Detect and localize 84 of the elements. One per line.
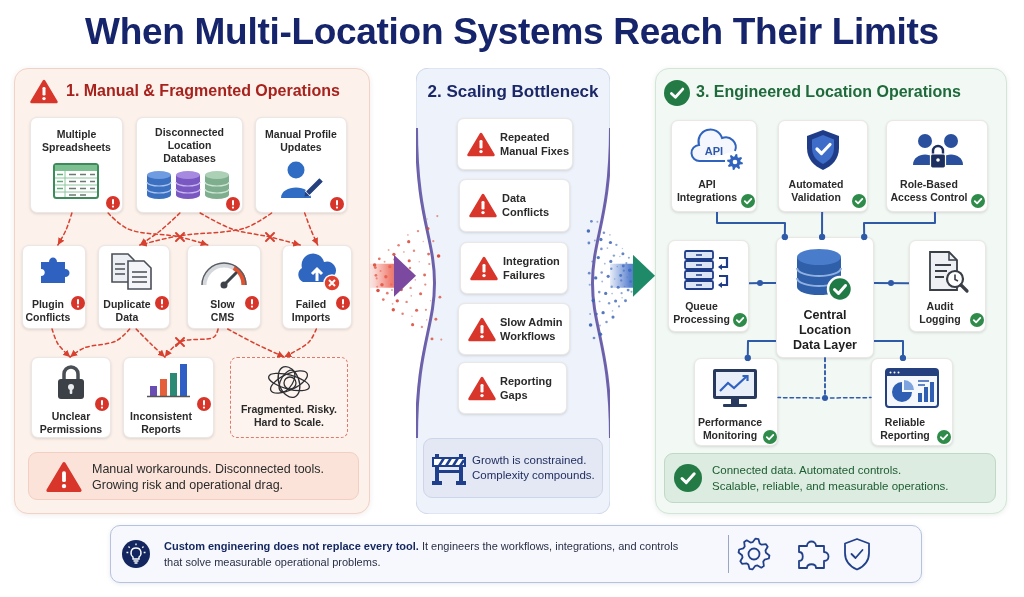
card-label: Slow CMS (209, 298, 236, 324)
panel-title: 2. Scaling Bottleneck (426, 81, 600, 103)
flow-arrow (610, 254, 655, 297)
card (136, 117, 243, 213)
card (31, 357, 111, 438)
card (98, 245, 170, 329)
dashed-arrow (135, 328, 166, 358)
connector-line (748, 282, 777, 285)
card-label: Plugin Conflicts (24, 298, 72, 324)
card-label: Performance Monitoring (696, 416, 764, 442)
connector-line (818, 211, 826, 241)
card-label: Role-Based Access Control (889, 178, 969, 204)
panel-title: 1. Manual & Fragmented Operations (66, 81, 341, 101)
summary-banner (28, 452, 359, 500)
card-label: Disconnected Location Databases (154, 126, 225, 165)
dashed-arrow (69, 328, 131, 358)
dashed-arrow (139, 212, 273, 247)
card (457, 118, 573, 170)
card-label: Fragmented. Risky. Hard to Scale. (239, 403, 339, 429)
card-label: Unclear Permissions (38, 410, 104, 436)
card-label: Automated Validation (787, 178, 845, 204)
card-label: Data Conflicts (502, 192, 551, 219)
card (909, 240, 986, 332)
dashed-arrow (283, 328, 318, 358)
card-label: Reliable Reporting (879, 416, 931, 442)
card (668, 240, 749, 332)
dashed-arrow (164, 328, 219, 358)
card-label: Failed Imports (290, 298, 332, 324)
card (458, 303, 570, 355)
card-label: Duplicate Data (102, 298, 152, 324)
card (282, 245, 352, 329)
card (886, 120, 988, 212)
dashed-arrow (51, 328, 71, 358)
dashed-arrow (303, 212, 319, 246)
summary-text: Connected data. Automated controls. Scalable, reliable, and measurable operations. (712, 463, 950, 494)
summary-text: Manual workarounds. Disconnected tools. Growing risk and operational drag. (92, 461, 326, 493)
card (187, 245, 261, 329)
card-label: Inconsistent Reports (129, 410, 193, 436)
card-label: Queue Processing (672, 300, 731, 326)
connector-line (873, 282, 910, 285)
connector-line (873, 340, 907, 362)
dashed-arrow (57, 212, 73, 246)
panel (655, 68, 1007, 514)
summary-banner (664, 453, 996, 503)
card (871, 358, 953, 446)
connector-line (744, 340, 777, 362)
card-label: Audit Logging (918, 300, 962, 326)
card-label: Integration Failures (503, 255, 561, 282)
card-label: Repeated Manual Fixes (500, 131, 571, 158)
card (123, 357, 214, 438)
dashed-arrow (139, 212, 181, 246)
connector-line (861, 211, 936, 241)
panel (14, 68, 370, 514)
card (255, 117, 347, 213)
hourglass-panel (416, 68, 610, 514)
note-text: Custom engineering does not replace every tool. It engineers the workflows, integrations, and controls that solve measurable operational problems. (164, 539, 680, 570)
dashed-card (230, 357, 348, 438)
title: When Multi-Location Systems Reach Their Limits (84, 10, 940, 54)
card-label: Multiple Spreadsheets (41, 128, 112, 154)
card (671, 120, 757, 212)
dotted-line (824, 357, 872, 399)
dashed-arrow (226, 328, 286, 358)
card (778, 120, 868, 212)
connector-line (716, 211, 788, 241)
card-label: Reporting Gaps (500, 375, 553, 402)
card (458, 362, 567, 414)
card (459, 179, 570, 232)
card (30, 117, 123, 213)
dashed-arrow (107, 212, 209, 247)
panel-title: 3. Engineered Location Operations (696, 82, 962, 102)
card (776, 237, 874, 358)
card (22, 245, 86, 329)
card (694, 358, 778, 446)
api-label: API (703, 145, 725, 158)
card-label: API Integrations (675, 178, 739, 204)
flow-arrow (370, 254, 416, 297)
card-label: Manual Profile Updates (264, 128, 338, 154)
card-label: Slow Admin Workflows (500, 316, 564, 343)
summary-text: Growth is constrained. Complexity compounds. (472, 453, 596, 483)
card (460, 242, 568, 294)
dashed-arrow (199, 212, 301, 247)
card-label: Central Location Data Layer (792, 308, 858, 353)
info-banner (110, 525, 922, 583)
summary-banner (423, 438, 603, 498)
